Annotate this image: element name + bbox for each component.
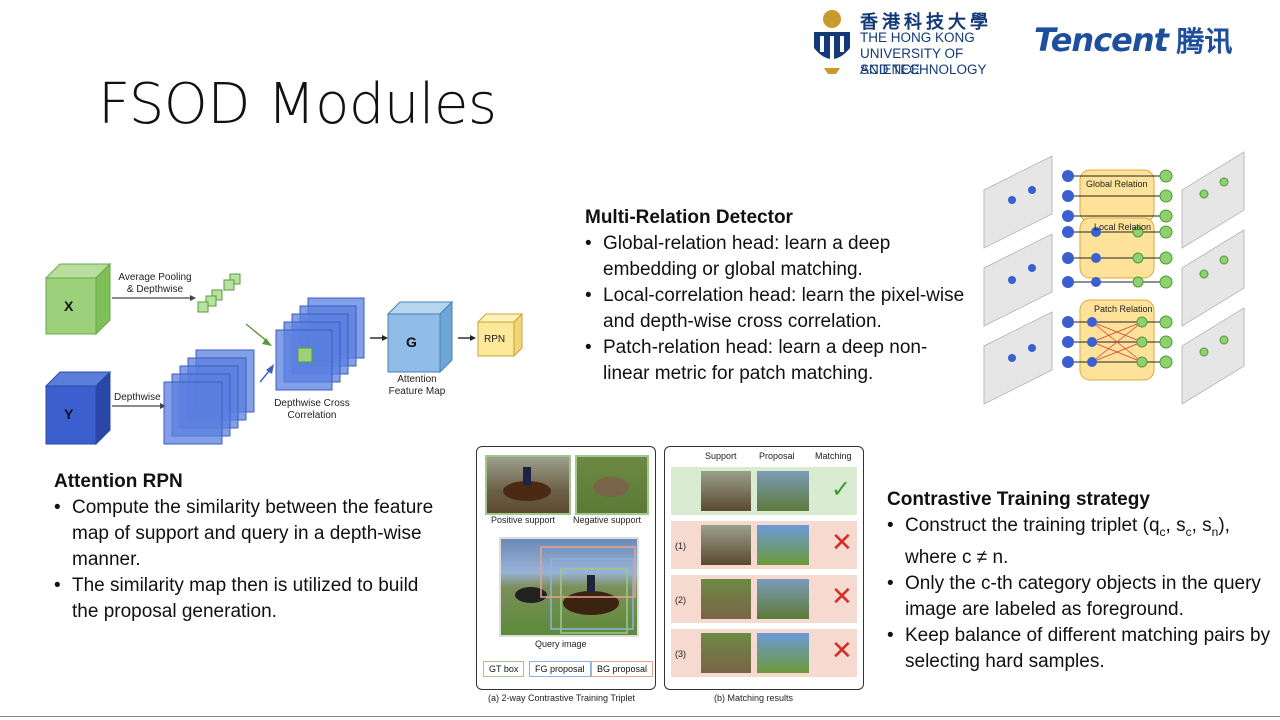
matching-column-header: Matching — [815, 451, 852, 461]
global-relation-label: Global Relation — [1086, 179, 1148, 189]
query-image — [499, 537, 639, 637]
cross-icon: ✕ — [831, 635, 853, 665]
attention-rpn-bullets: Compute the similarity between the featu… — [54, 495, 434, 625]
multi-relation-bullet: Patch-relation head: learn a deep non-li… — [585, 335, 965, 387]
matching-figure: Support Proposal Matching ✓ (1) ✕ (2) ✕ … — [664, 446, 864, 690]
rpn-label: RPN — [484, 334, 506, 345]
tencent-name-en: Tencent — [1034, 21, 1169, 59]
diagram-x-label: X — [64, 298, 74, 314]
row-label: (3) — [675, 649, 686, 659]
multi-relation-diagram: Global Relation Local Relation Patch Rel… — [982, 150, 1252, 408]
hkust-name-en-3: AND TECHNOLOGY — [860, 62, 987, 77]
query-feature-cube — [44, 370, 112, 446]
contrastive-heading: Contrastive Training strategy — [887, 489, 1150, 510]
support-feature-cube — [44, 262, 112, 336]
triplet-text-mid: , s — [1191, 515, 1212, 536]
legend-bg-proposal: BG proposal — [591, 661, 654, 677]
row-label: (1) — [675, 541, 686, 551]
depthwise-label: Depthwise — [114, 392, 161, 403]
matching-row: (1) ✕ — [671, 521, 857, 569]
triplet-text-prefix: Construct the training triplet (q — [905, 515, 1160, 536]
support-column-header: Support — [705, 451, 737, 461]
slide-title: FSOD Modules — [98, 72, 497, 137]
contrastive-bullet: Construct the training triplet (qc, sc, … — [887, 513, 1273, 571]
hkust-name-en-1: THE HONG KONG — [860, 30, 975, 45]
tencent-logo: Tencent 腾讯 — [1034, 20, 1274, 64]
triplet-text-suffix: ), where c ≠ n. — [905, 515, 1230, 568]
attention-rpn-diagram: X Y Average Pooling & Depthwise Depthwis… — [40, 258, 540, 448]
triplet-text-mid: , s — [1165, 515, 1186, 536]
attention-rpn-bullet: The similarity map then is utilized to b… — [54, 573, 434, 625]
positive-support-label: Positive support — [491, 515, 556, 525]
triplet-caption: (a) 2-way Contrastive Training Triplet — [488, 693, 636, 703]
attention-rpn-heading: Attention RPN — [54, 471, 183, 492]
proposal-column-header: Proposal — [759, 451, 795, 461]
triplet-subscript: c — [1159, 524, 1166, 539]
diagram-y-label: Y — [64, 406, 74, 422]
patch-relation-label: Patch Relation — [1094, 304, 1153, 314]
contrastive-bullet: Only the c-th category objects in the qu… — [887, 571, 1273, 623]
contrastive-bullets: Construct the training triplet (qc, sc, … — [887, 513, 1273, 675]
rpn-box — [476, 312, 524, 358]
matching-row: ✓ — [671, 467, 857, 515]
query-image-label: Query image — [535, 639, 587, 649]
multi-relation-bullet: Global-relation head: learn a deep embed… — [585, 231, 965, 283]
attention-feature-cube — [386, 300, 454, 374]
cross-icon: ✕ — [831, 527, 853, 557]
diagram-g-label: G — [406, 334, 417, 350]
hkust-emblem-icon — [814, 10, 850, 74]
cross-corr-label: Depthwise Cross Correlation — [274, 398, 350, 421]
triplet-subscript: c — [1185, 524, 1192, 539]
attention-rpn-bullet: Compute the similarity between the featu… — [54, 495, 434, 573]
triplet-subscript: n — [1211, 524, 1219, 539]
matching-caption: (b) Matching results — [714, 693, 794, 703]
contrastive-bullet: Keep balance of different matching pairs… — [887, 623, 1273, 675]
hkust-logo: 香港科技大學 THE HONG KONG UNIVERSITY OF SCIEN… — [810, 8, 1022, 77]
tencent-name-cn: 腾讯 — [1176, 26, 1233, 57]
multi-relation-heading: Multi-Relation Detector — [585, 207, 793, 228]
bottom-divider — [0, 716, 1280, 717]
row-label: (2) — [675, 595, 686, 605]
cross-icon: ✕ — [831, 581, 853, 611]
avg-pool-label: Average Pooling & Depthwise — [118, 272, 192, 295]
legend-gt-box: GT box — [483, 661, 525, 677]
hkust-name-cn: 香港科技大學 — [860, 12, 992, 32]
legend-fg-proposal: FG proposal — [529, 661, 591, 677]
negative-support-image — [575, 455, 649, 515]
triplet-figure: Positive support Negative support Query … — [476, 446, 656, 690]
multi-relation-bullets: Global-relation head: learn a deep embed… — [585, 231, 965, 387]
local-relation-label: Local Relation — [1094, 222, 1152, 232]
check-icon: ✓ — [831, 476, 852, 503]
multi-relation-bullet: Local-correlation head: learn the pixel-… — [585, 283, 965, 335]
matching-row: (3) ✕ — [671, 629, 857, 677]
negative-support-label: Negative support — [573, 515, 642, 525]
positive-support-image — [485, 455, 571, 515]
matching-row: (2) ✕ — [671, 575, 857, 623]
hkust-name-en-2: UNIVERSITY OF SCIENCE — [860, 46, 964, 77]
attention-map-label: Attention Feature Map — [388, 374, 446, 397]
